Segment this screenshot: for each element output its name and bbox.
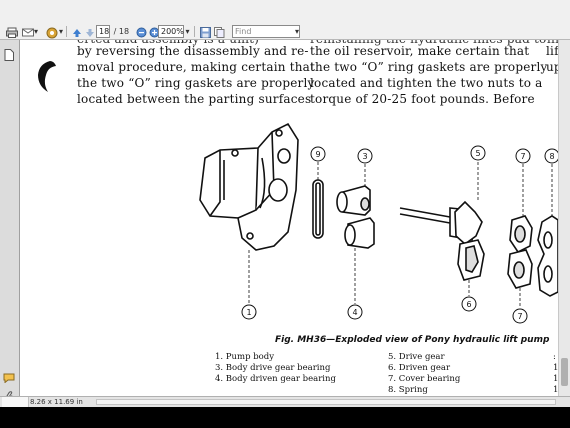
zoom-in-icon[interactable] (146, 25, 162, 40)
mail-icon[interactable] (20, 25, 36, 40)
callout-number: 6 (466, 300, 471, 309)
paragraph-line: located and tighten the two nuts to a (310, 76, 543, 90)
paragraph-line: by reversing the disassembly and re- (77, 44, 309, 58)
comment-icon[interactable] (3, 368, 15, 387)
callout-circle (241, 304, 257, 320)
legend-fragment: : (553, 352, 556, 362)
save-icon[interactable] (197, 25, 213, 40)
callout-circle (515, 148, 531, 164)
page-total: 18 (118, 27, 130, 36)
figure-caption: Fig. MH36—Exploded view of Pony hydrauli… (275, 335, 550, 345)
callout-number: 7 (517, 312, 522, 321)
legend-item: 3. Body drive gear bearing (215, 363, 331, 373)
callout-number: 4 (352, 308, 357, 317)
legend-item: 7. Cover bearing (388, 374, 461, 384)
vertical-scrollbar[interactable] (558, 40, 570, 405)
callout-number: 8 (549, 152, 554, 161)
legend-fragment: 1 (553, 385, 558, 395)
status-bar: 8.26 x 11.69 in (0, 396, 570, 408)
paragraph-line: the oil reservoir, make certain that (310, 44, 530, 58)
dropdown-icon[interactable]: ▾ (33, 27, 38, 36)
callout-number: 7 (520, 152, 525, 161)
pdf-toolbar: ▾ ▾ 18 / 18 200% ▾ Find ▾ (0, 0, 570, 40)
paragraph-line: moval procedure, making certain that (77, 60, 316, 74)
page-size-label: 8.26 x 11.69 in (30, 398, 83, 406)
legend-item: 8. Spring (388, 385, 428, 395)
paragraph-fragment: lift (546, 44, 558, 58)
paragraph-line: the two “O” ring gaskets are properly (310, 60, 548, 74)
status-scroll-left[interactable] (2, 397, 29, 407)
zoom-dropdown-icon[interactable]: ▾ (185, 27, 190, 36)
left-navigation-panel (0, 40, 20, 405)
zoom-level-field[interactable]: 200% (158, 25, 184, 38)
settings-icon[interactable] (44, 25, 60, 40)
callout-number: 1 (246, 308, 251, 317)
legend-item: 6. Driven gear (388, 363, 451, 373)
callout-number: 9 (315, 150, 320, 159)
callout-circle (461, 296, 477, 312)
up-arrow-icon[interactable] (69, 25, 85, 40)
exploded-view-illustration: 1 3 4 5 6 7 7 8 9 (199, 122, 558, 324)
callout-circle (544, 148, 558, 164)
callout-number: 3 (362, 152, 367, 161)
paragraph-line: located between the parting surfaces (77, 92, 312, 106)
search-dropdown-icon[interactable]: ▾ (294, 27, 299, 36)
page-binding-mark (36, 60, 58, 98)
callout-circle (512, 308, 528, 324)
callout-circle (347, 304, 363, 320)
zoom-out-icon[interactable] (133, 25, 149, 40)
page-thumbnail-icon[interactable] (4, 46, 14, 65)
toolbar-separator (66, 26, 67, 37)
down-arrow-icon[interactable] (82, 25, 98, 40)
document-page: erted and assembly is a unit) reinstalli… (20, 40, 558, 405)
paragraph-line: torque of 20-25 foot pounds. Before (310, 92, 535, 106)
callout-circle (310, 146, 326, 162)
cut-text-line: reinstalling the hydraulic lines pad to (310, 40, 546, 46)
cut-text-line: erted and assembly is a unit) (77, 40, 259, 46)
paragraph-fragment: up (546, 60, 558, 74)
legend-item: 1. Pump body (215, 352, 275, 362)
copy-icon[interactable] (211, 25, 227, 40)
page-number-input[interactable]: 18 (96, 25, 110, 38)
find-input[interactable]: Find (232, 25, 300, 38)
legend-fragment: 1 (553, 374, 558, 384)
dropdown-icon[interactable]: ▾ (58, 27, 63, 36)
page-separator: / (113, 27, 117, 36)
cut-text-line: lif (547, 40, 558, 46)
legend-item: 5. Drive gear (388, 352, 445, 362)
scrollbar-thumb[interactable] (561, 358, 568, 386)
paragraph-line: the two “O” ring gaskets are properly (77, 76, 315, 90)
legend-fragment: 1 (553, 363, 558, 373)
legend-item: 4. Body driven gear bearing (215, 374, 336, 384)
horizontal-scrollbar[interactable] (96, 399, 556, 405)
callout-number: 5 (475, 149, 480, 158)
callout-circle (357, 148, 373, 164)
print-icon[interactable] (4, 25, 20, 40)
callout-circle (470, 145, 486, 161)
window-bottom-edge (0, 407, 570, 428)
toolbar-separator (194, 26, 195, 37)
